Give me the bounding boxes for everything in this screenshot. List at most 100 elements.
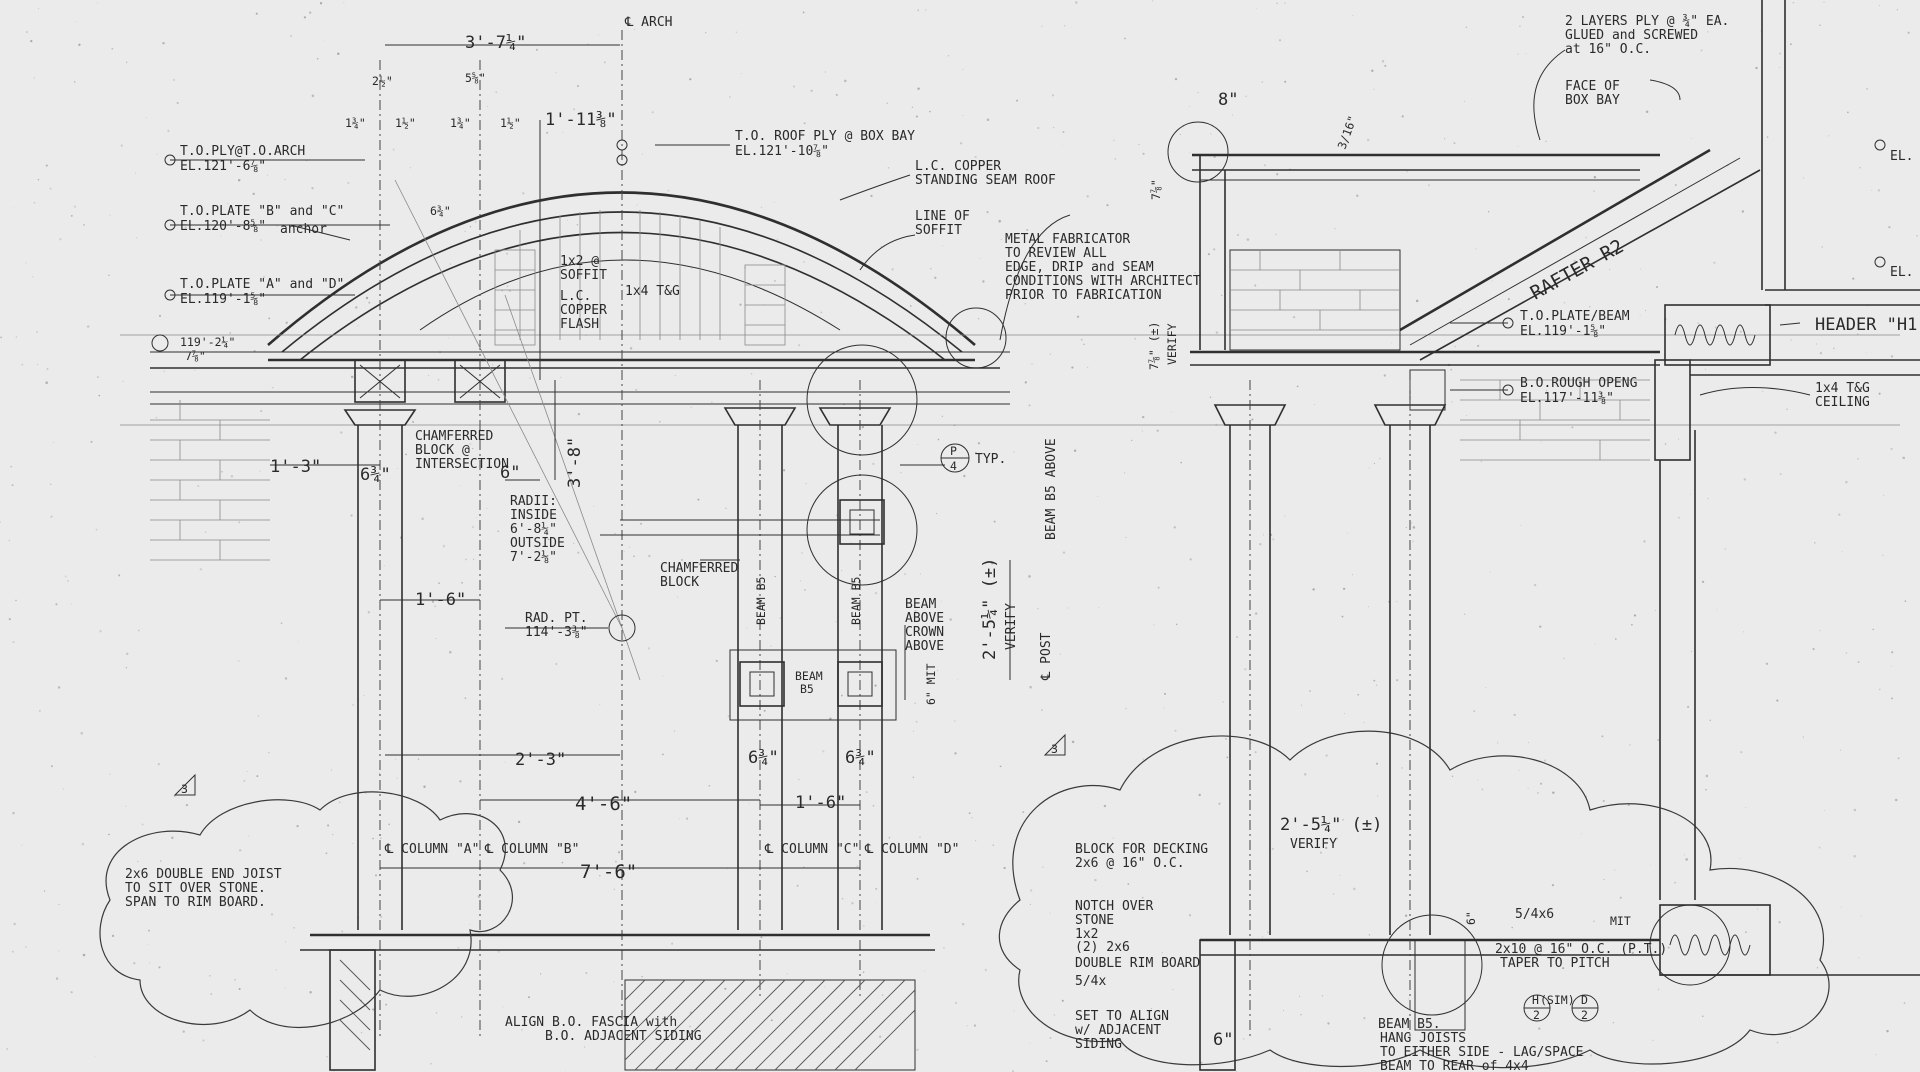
paper-speck bbox=[338, 801, 341, 803]
arch-portico bbox=[120, 30, 1900, 1071]
paper-speck bbox=[1342, 818, 1344, 821]
paper-speck bbox=[697, 498, 700, 501]
paper-speck bbox=[347, 181, 350, 184]
paper-speck bbox=[1428, 184, 1431, 187]
paper-speck bbox=[363, 694, 365, 697]
paper-speck bbox=[1368, 606, 1369, 608]
paper-speck bbox=[125, 667, 128, 669]
paper-speck bbox=[73, 81, 76, 83]
paper-speck bbox=[1789, 1037, 1792, 1039]
paper-speck bbox=[1284, 2, 1286, 4]
paper-speck bbox=[990, 561, 994, 565]
paper-speck bbox=[974, 155, 977, 158]
paper-speck bbox=[803, 261, 805, 263]
paper-speck bbox=[459, 485, 461, 487]
paper-speck bbox=[634, 790, 637, 794]
paper-speck bbox=[1705, 789, 1707, 791]
paper-speck bbox=[973, 1024, 977, 1027]
paper-speck bbox=[1271, 847, 1274, 851]
elevation-label: T.O.PLATE "B" and "C" bbox=[180, 204, 344, 219]
paper-speck bbox=[1857, 661, 1860, 663]
paper-speck bbox=[80, 731, 84, 735]
paper-speck bbox=[95, 528, 98, 531]
paper-speck bbox=[12, 641, 15, 644]
paper-speck bbox=[1890, 665, 1892, 667]
paper-speck bbox=[1879, 5, 1881, 6]
paper-speck bbox=[1028, 404, 1031, 407]
paper-speck bbox=[1745, 806, 1747, 809]
paper-speck bbox=[1654, 609, 1657, 612]
paper-speck bbox=[1858, 957, 1860, 959]
paper-speck bbox=[930, 267, 932, 270]
paper-speck bbox=[941, 244, 943, 246]
paper-speck bbox=[1888, 225, 1891, 229]
paper-speck bbox=[1650, 864, 1652, 866]
paper-speck bbox=[1630, 32, 1632, 34]
paper-speck bbox=[234, 979, 236, 981]
paper-speck bbox=[1381, 60, 1385, 63]
paper-speck bbox=[1520, 524, 1522, 526]
roof-elevation-label: T.O. ROOF PLY @ BOX BAY bbox=[735, 129, 915, 144]
paper-speck bbox=[1261, 81, 1264, 83]
paper-speck bbox=[280, 622, 283, 624]
paper-speck bbox=[1125, 536, 1127, 539]
paper-speck bbox=[1325, 846, 1328, 850]
paper-speck bbox=[974, 451, 977, 454]
paper-speck bbox=[1828, 135, 1830, 137]
paper-speck bbox=[1631, 951, 1634, 955]
paper-speck bbox=[1131, 439, 1133, 442]
paper-speck bbox=[1766, 136, 1769, 138]
beam-b5-note: TO EITHER SIDE - LAG/SPACE bbox=[1380, 1045, 1584, 1060]
soffit-note: SOFFIT bbox=[915, 223, 962, 238]
joist-note: SPAN TO RIM BOARD. bbox=[125, 895, 266, 910]
paper-speck bbox=[275, 969, 277, 971]
elevation-label: EL.120'-8⅝" bbox=[180, 219, 266, 234]
paper-speck bbox=[220, 235, 222, 237]
paper-speck bbox=[1363, 1016, 1366, 1020]
paper-speck bbox=[86, 325, 90, 328]
paper-speck bbox=[689, 1025, 691, 1028]
paper-speck bbox=[676, 596, 678, 598]
paper-speck bbox=[1875, 1053, 1877, 1056]
paper-speck bbox=[449, 650, 452, 654]
paper-speck bbox=[954, 720, 956, 722]
paper-speck bbox=[891, 268, 894, 271]
paper-speck bbox=[1049, 1037, 1052, 1039]
paper-speck bbox=[1125, 707, 1127, 710]
paper-speck bbox=[1677, 438, 1680, 440]
paper-speck bbox=[850, 588, 852, 590]
paper-speck bbox=[82, 953, 86, 957]
paper-speck bbox=[11, 484, 14, 487]
paper-speck bbox=[448, 850, 450, 852]
paper-speck bbox=[1373, 679, 1376, 682]
paper-speck bbox=[1629, 744, 1631, 746]
detail-tag-number: 4 bbox=[950, 459, 957, 473]
paper-speck bbox=[341, 930, 344, 933]
paper-speck bbox=[297, 640, 299, 642]
paper-speck bbox=[210, 993, 213, 995]
paper-speck bbox=[708, 785, 711, 787]
framing-note: 5/4x bbox=[1075, 974, 1106, 989]
paper-speck bbox=[1321, 995, 1324, 997]
paper-speck bbox=[1814, 542, 1816, 544]
paper-speck bbox=[1838, 513, 1841, 516]
column-right-1 bbox=[1213, 404, 1287, 935]
paper-speck bbox=[1739, 330, 1742, 333]
ceiling-label: CEILING bbox=[1815, 395, 1870, 410]
paper-speck bbox=[159, 860, 162, 862]
paper-speck bbox=[108, 833, 110, 836]
paper-speck bbox=[1847, 111, 1849, 114]
joist-note: TO SIT OVER STONE. bbox=[125, 881, 266, 896]
dim-top: 3'-7¼" bbox=[465, 33, 526, 53]
paper-speck bbox=[1860, 915, 1862, 917]
paper-speck bbox=[55, 603, 58, 606]
paper-speck bbox=[81, 842, 85, 846]
paper-speck bbox=[856, 865, 858, 867]
paper-speck bbox=[1282, 1009, 1285, 1011]
paper-speck bbox=[1821, 324, 1824, 327]
paper-speck bbox=[1156, 429, 1159, 432]
paper-speck bbox=[746, 627, 748, 629]
paper-speck bbox=[1375, 762, 1379, 765]
paper-speck bbox=[405, 453, 407, 456]
paper-speck bbox=[303, 16, 307, 19]
